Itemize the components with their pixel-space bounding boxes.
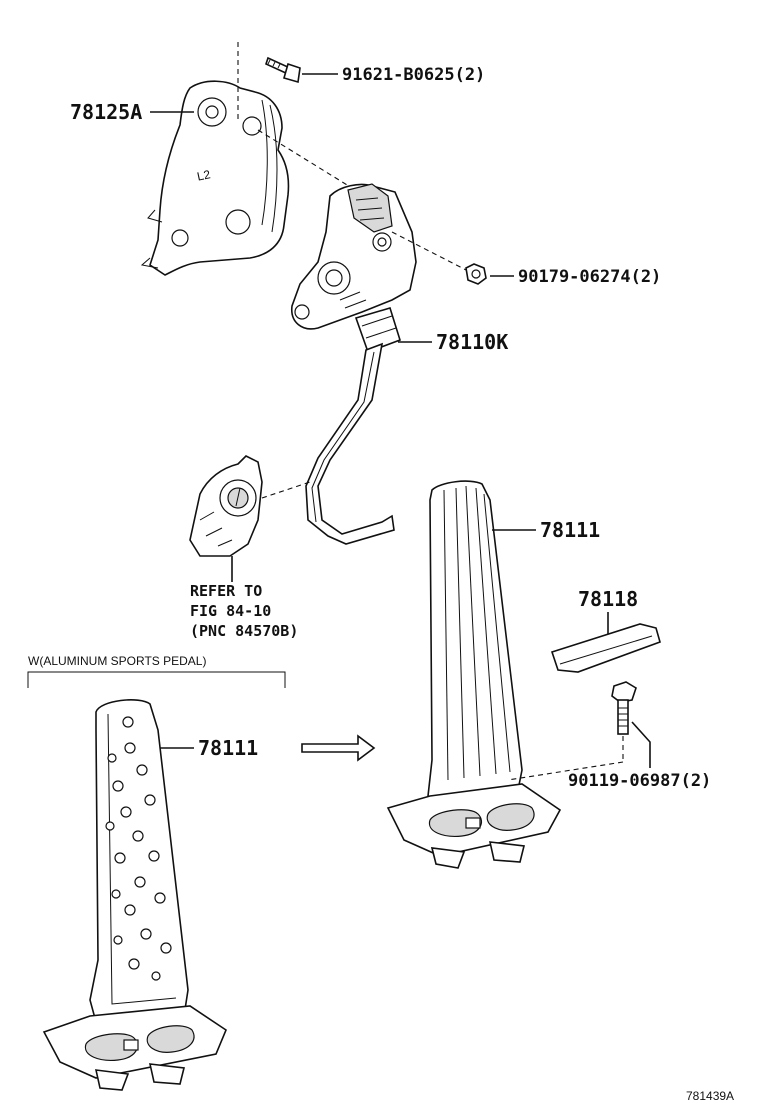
label-nut: 90179-06274(2) (518, 267, 661, 287)
leader-bolt-bottom (631, 721, 651, 768)
variant-note: W(ALUMINUM SPORTS PEDAL) (28, 654, 206, 668)
label-pad-alt: 78111 (198, 736, 258, 760)
pedal-pad-standard (386, 480, 562, 869)
bracket-marking: L2 (196, 167, 212, 184)
label-bolt-top: 91621-B0625(2) (342, 65, 485, 85)
refer-line-2: FIG 84-10 (190, 602, 271, 620)
variant-bracket (27, 671, 286, 688)
pedal-assembly-78110K (291, 183, 417, 545)
nut (465, 263, 487, 285)
refer-line-3: (PNC 84570B) (190, 622, 298, 640)
label-bracket: 78125A (70, 100, 142, 124)
refer-line-1: REFER TO (190, 582, 262, 600)
bracket-to-assy-line (257, 129, 353, 189)
label-pedal-pad: 78111 (540, 518, 600, 542)
label-bolt-bottom: 90119-06987(2) (568, 771, 711, 791)
bolt-top (265, 56, 301, 84)
figure-id: 781439A (686, 1089, 734, 1103)
replacement-arrow (301, 734, 376, 762)
bracket-78125A: L2 (140, 80, 290, 276)
bolt-to-pad-line (507, 761, 624, 781)
bolt-bottom (611, 681, 637, 735)
pedal-pad-aluminum (42, 699, 227, 1091)
assy-to-nut-line (391, 231, 471, 273)
label-pedal-assy: 78110K (436, 330, 508, 354)
label-cover: 78118 (578, 587, 638, 611)
stopper-to-arm-line (261, 481, 311, 499)
stopper-part (189, 455, 263, 557)
cover-78118 (550, 623, 661, 673)
